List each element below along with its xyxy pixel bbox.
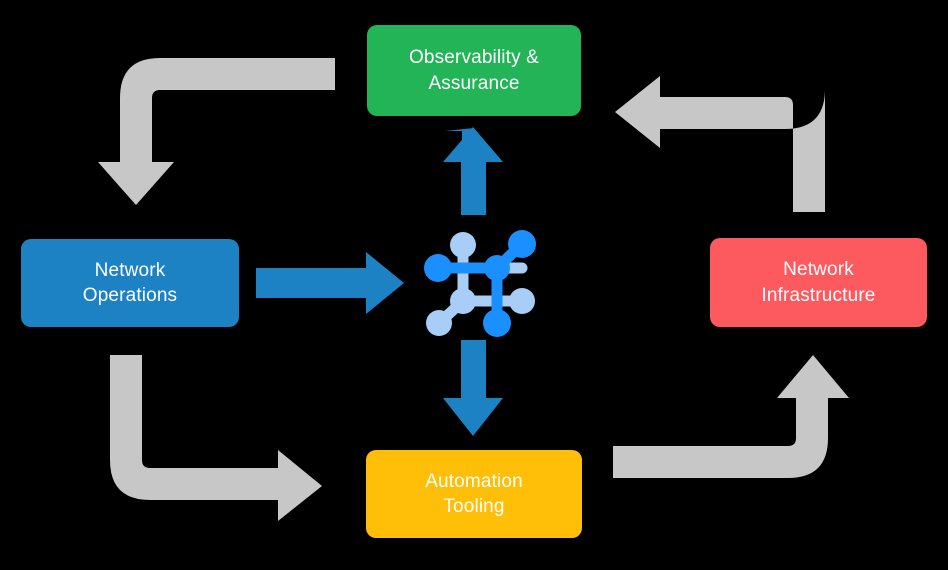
node-observability-label: Observability & Assurance: [408, 47, 540, 94]
node-network-operations[interactable]: Network Operations: [21, 239, 239, 327]
connector-operations-to-automation-icon: [110, 355, 322, 521]
node-infrastructure-label: Network Infrastructure: [761, 259, 876, 306]
network-icon-secondary-nodes: [426, 232, 535, 336]
connector-center-to-observability-shaft: [443, 127, 503, 215]
connector-center-to-observability-icon: [445, 128, 474, 218]
network-node-mid-left: [450, 288, 476, 314]
node-observability-assurance[interactable]: Observability & Assurance: [367, 25, 581, 116]
connector-observability-to-operations-icon: [98, 58, 335, 205]
network-node-hub: [484, 255, 510, 281]
network-node-top-left: [450, 232, 476, 258]
node-automation-label: Automation Tooling: [425, 470, 523, 517]
network-node-bottom-center: [483, 309, 511, 337]
network-node-right-low: [509, 288, 535, 314]
connector-center-to-automation-icon: [443, 340, 503, 436]
network-node-bottom-left: [426, 310, 452, 336]
network-topology-icon: [415, 215, 545, 345]
network-icon-primary-nodes: [424, 230, 536, 337]
node-automation-tooling[interactable]: Automation Tooling: [366, 450, 582, 538]
node-network-infrastructure[interactable]: Network Infrastructure: [710, 238, 927, 327]
node-operations-label: Network Operations: [82, 259, 178, 306]
network-node-left: [424, 254, 452, 282]
connector-automation-to-infrastructure-icon: [613, 355, 849, 478]
connector-operations-to-center-icon: [256, 252, 404, 314]
connector-infrastructure-to-observability-icon: [615, 76, 825, 212]
network-node-top-right: [508, 230, 536, 258]
